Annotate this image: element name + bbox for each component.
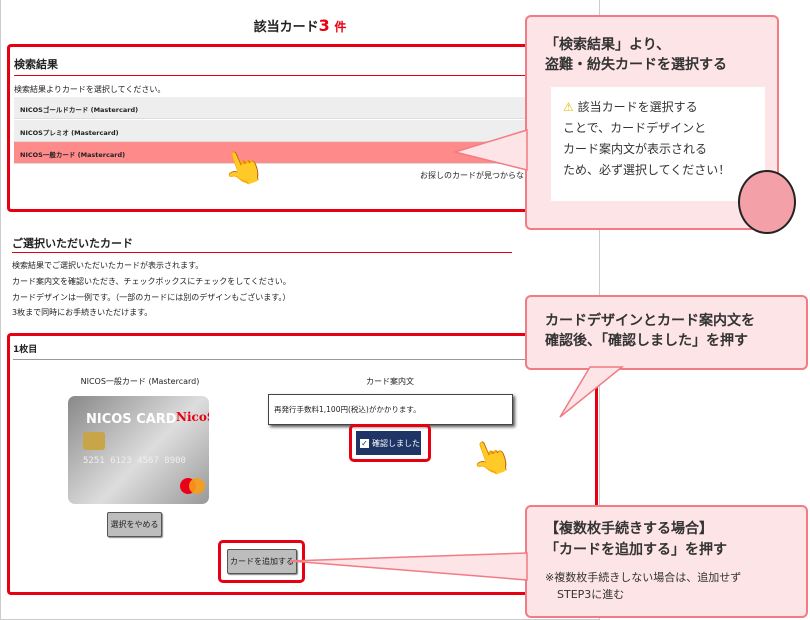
cancel-selection-button[interactable]: 選択をやめる [107, 512, 162, 537]
divider [13, 359, 593, 360]
search-result-item[interactable]: NICOSプレミオ (Mastercard) [14, 120, 554, 142]
note-line: ことで、カードデザインと [563, 121, 707, 135]
callout-note: STEP3に進む [557, 588, 625, 601]
info-line: カードデザインは一例です。（一部のカードには別のデザインもございます。） [12, 293, 291, 302]
callout-note: ⚠ 該当カードを選択する ことで、カードデザインと カード案内文が表示される た… [551, 87, 765, 201]
callout-text: カードデザインとカード案内文を [545, 313, 755, 329]
item-label: NICOSゴールドカード (Mastercard) [20, 106, 139, 114]
mastercard-circle [189, 478, 205, 494]
callout-text: 盗難・紛失カードを選択する [545, 57, 727, 73]
callout-text: 「検索結果」より、 [545, 37, 671, 53]
callout-pointer [559, 366, 625, 418]
divider [14, 75, 554, 76]
card1-heading: 1枚目 [13, 345, 38, 355]
search-result-item-selected[interactable]: NICOS一般カード (Mastercard) [14, 142, 554, 164]
selected-card-heading: ご選択いただいたカード [12, 237, 133, 250]
confirm-label: 確認しました [372, 438, 420, 448]
checkbox-checked-icon: ✓ [360, 438, 369, 448]
card1-highlight [7, 333, 598, 595]
info-line: 3枚まで同時にお手続きいただけます。 [12, 308, 153, 317]
result-count: 3 [318, 16, 330, 35]
info-line: 検索結果でご選択いただいたカードが表示されます。 [12, 261, 204, 270]
search-results-heading: 検索結果 [14, 58, 58, 71]
note-line: 該当カードを選択する [577, 100, 698, 114]
item-label: NICOSプレミオ (Mastercard) [20, 129, 119, 137]
warning-icon: ⚠ [563, 100, 574, 114]
search-result-item[interactable]: NICOSゴールドカード (Mastercard) [14, 97, 554, 119]
card-brand: NICOS CARD [86, 412, 177, 427]
card-name: NICOS一般カード (Mastercard) [80, 377, 200, 386]
callout-note: ※複数枚手続きしない場合は、追加せず [545, 571, 742, 584]
search-instruction: 検索結果よりカードを選択してください。 [14, 85, 166, 94]
card-number: 5251 6123 4567 8900 [83, 456, 186, 466]
title-text: 該当カード [253, 20, 319, 35]
note-line: ため、必ず選択してください！ [563, 163, 731, 177]
callout-text: 「カードを追加する」を押す [545, 542, 727, 558]
not-found-link[interactable]: お探しのカードが見つからな [420, 171, 524, 180]
callout-text: 【複数枚手続きする場合】 [545, 521, 713, 537]
card-image: NICOS CARD NicoS 5251 6123 4567 8900 [68, 396, 209, 504]
info-line: カード案内文を確認いただき、チェックボックスにチェックをしてください。 [12, 277, 291, 286]
callout-select-card: 「検索結果」より、 盗難・紛失カードを選択する ⚠ 該当カードを選択する ことで… [525, 15, 779, 230]
result-count-title: 該当カード3 件 [0, 16, 600, 35]
callout-pointer [452, 128, 528, 171]
nicos-logo: NicoS [176, 410, 209, 424]
confirm-highlight [349, 424, 431, 462]
card-info-label: カード案内文 [366, 377, 414, 386]
item-label: NICOS一般カード (Mastercard) [20, 151, 126, 159]
add-card-button[interactable]: カードを追加する [227, 549, 297, 574]
callout-confirm: カードデザインとカード案内文を 確認後、「確認しました」を押す [525, 295, 808, 370]
callout-text: 確認後、「確認しました」を押す [545, 333, 748, 349]
callout-add-card: 【複数枚手続きする場合】 「カードを追加する」を押す ※複数枚手続きしない場合は… [525, 505, 808, 618]
count-unit: 件 [334, 20, 347, 34]
confirm-checkbox[interactable]: ✓確認しました [356, 431, 421, 455]
divider [12, 252, 512, 253]
callout-pointer [289, 552, 528, 581]
mascot-bird-icon [738, 170, 796, 234]
chip-icon [83, 432, 105, 450]
note-line: カード案内文が表示される [563, 142, 708, 156]
